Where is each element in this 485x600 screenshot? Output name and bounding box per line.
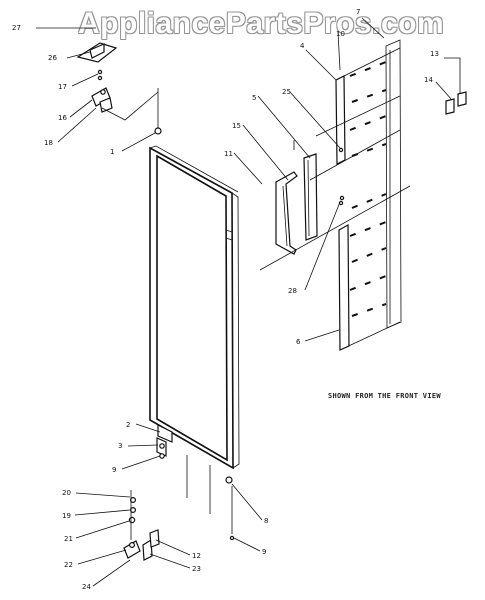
callout-16: 16 [58,114,67,122]
callout-labels: 27 26 17 16 18 1 2 3 9 20 19 21 22 24 23… [12,8,439,591]
callout-14: 14 [424,76,433,84]
callout-27: 27 [12,24,21,32]
callout-28: 28 [288,287,297,295]
callout-15: 15 [232,122,241,130]
callout-6: 6 [296,338,301,346]
handle-assembly [259,140,411,271]
callout-3: 3 [118,442,122,450]
callout-20: 20 [62,489,71,497]
leader-lines [36,17,453,587]
callout-4: 4 [300,42,305,50]
callout-5: 5 [252,94,256,102]
callout-23: 23 [192,565,201,573]
side-trim-assembly [309,39,402,351]
callout-24: 24 [82,583,91,591]
callout-11: 11 [224,150,233,158]
callout-7: 7 [356,8,360,16]
callout-12: 12 [192,552,201,560]
callout-22: 22 [64,561,73,569]
view-caption: SHOWN FROM THE FRONT VIEW [328,392,441,400]
callout-9-bottom: 9 [262,548,266,556]
callout-10: 10 [336,30,345,38]
top-hinge-group [76,42,162,135]
callout-21: 21 [64,535,73,543]
callout-1: 1 [110,148,114,156]
callout-8: 8 [264,517,268,525]
door-panel [149,145,240,470]
callout-25: 25 [282,88,291,96]
callout-18: 18 [44,139,53,147]
callout-26: 26 [48,54,57,62]
callout-9-top: 9 [112,466,116,474]
callout-19: 19 [62,512,71,520]
callout-17: 17 [58,83,67,91]
bracket-13-14 [444,57,467,115]
callout-13: 13 [430,50,439,58]
callout-2: 2 [126,421,130,429]
